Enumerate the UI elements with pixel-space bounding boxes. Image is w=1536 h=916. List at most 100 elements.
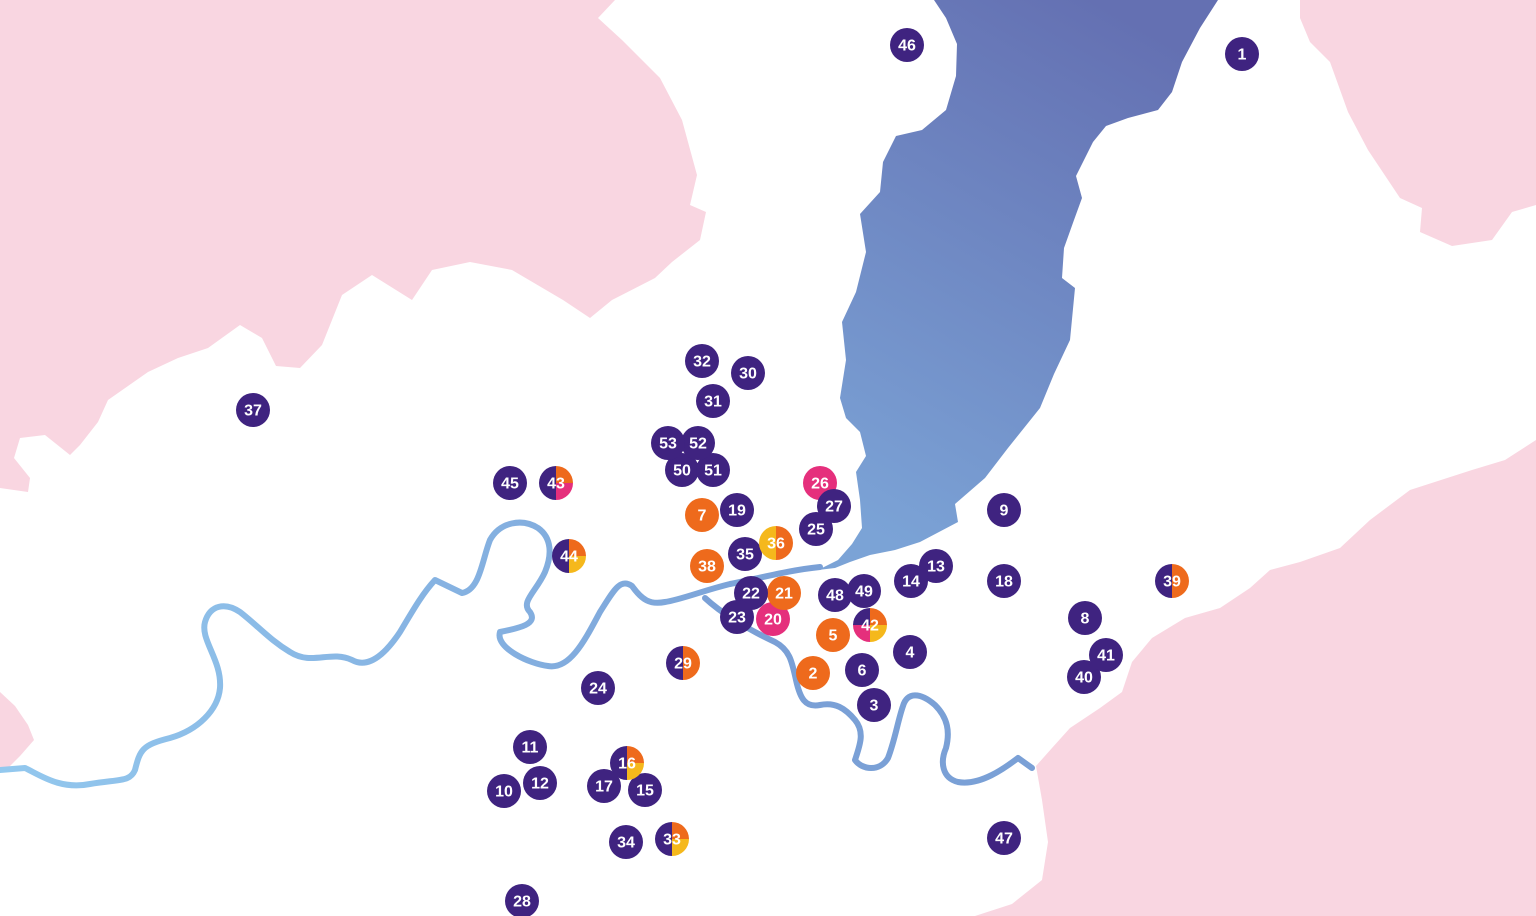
map-marker-14[interactable]: 14: [894, 564, 928, 598]
map-marker-28[interactable]: 28: [505, 884, 539, 916]
map-marker-50[interactable]: 50: [665, 453, 699, 487]
map-marker-34[interactable]: 34: [609, 825, 643, 859]
marker-segment-orange: [870, 608, 887, 625]
map-marker-8[interactable]: 8: [1068, 601, 1102, 635]
map-marker-45[interactable]: 45: [493, 466, 527, 500]
map-marker-15[interactable]: 15: [628, 773, 662, 807]
map-marker-33[interactable]: 33: [655, 822, 689, 856]
marker-label: 21: [775, 586, 793, 603]
marker-label: 47: [995, 831, 1013, 848]
marker-disc: [493, 466, 527, 500]
marker-label: 17: [595, 779, 613, 796]
marker-label: 43: [547, 476, 565, 493]
map-marker-27[interactable]: 27: [817, 489, 851, 523]
marker-disc: [728, 537, 762, 571]
marker-label: 19: [728, 503, 746, 520]
marker-disc: [894, 564, 928, 598]
map-marker-20[interactable]: 20: [756, 602, 790, 636]
map-marker-35[interactable]: 35: [728, 537, 762, 571]
map-marker-4[interactable]: 4: [893, 635, 927, 669]
map-marker-32[interactable]: 32: [685, 344, 719, 378]
lake: [818, 0, 1218, 570]
map-marker-29[interactable]: 29: [666, 646, 700, 680]
map-marker-12[interactable]: 12: [523, 766, 557, 800]
marker-disc: [890, 28, 924, 62]
marker-label: 20: [764, 612, 782, 629]
marker-label: 33: [663, 832, 681, 849]
map-marker-25[interactable]: 25: [799, 512, 833, 546]
map-marker-16[interactable]: 16: [610, 746, 644, 780]
map-marker-53[interactable]: 53: [651, 426, 685, 460]
marker-disc: [893, 635, 927, 669]
marker-label: 52: [689, 436, 707, 453]
map-marker-9[interactable]: 9: [987, 493, 1021, 527]
map-marker-46[interactable]: 46: [890, 28, 924, 62]
marker-disc: [818, 578, 852, 612]
marker-segment-yellow: [870, 625, 887, 642]
marker-disc: [581, 671, 615, 705]
map-marker-31[interactable]: 31: [696, 384, 730, 418]
marker-label: 35: [736, 547, 754, 564]
marker-disc: [987, 821, 1021, 855]
marker-label: 38: [698, 559, 716, 576]
map-marker-37[interactable]: 37: [236, 393, 270, 427]
marker-disc: [690, 549, 724, 583]
marker-disc: [665, 453, 699, 487]
map-marker-1[interactable]: 1: [1225, 37, 1259, 71]
marker-disc: [720, 493, 754, 527]
map-marker-21[interactable]: 21: [767, 576, 801, 610]
map-marker-10[interactable]: 10: [487, 774, 521, 808]
map-marker-19[interactable]: 19: [720, 493, 754, 527]
marker-disc: [767, 576, 801, 610]
map-marker-44[interactable]: 44: [552, 539, 586, 573]
marker-label: 44: [560, 549, 578, 566]
map-marker-7[interactable]: 7: [685, 498, 719, 532]
map-marker-43[interactable]: 43: [539, 466, 573, 500]
marker-label: 3: [870, 698, 879, 715]
marker-label: 10: [495, 784, 513, 801]
map-marker-30[interactable]: 30: [731, 356, 765, 390]
map-marker-39[interactable]: 39: [1155, 564, 1189, 598]
marker-segment-pink: [556, 483, 573, 500]
map-marker-5[interactable]: 5: [816, 618, 850, 652]
map-marker-23[interactable]: 23: [720, 600, 754, 634]
marker-label: 31: [704, 394, 722, 411]
map-marker-2[interactable]: 2: [796, 656, 830, 690]
map-marker-52[interactable]: 52: [681, 426, 715, 460]
map-marker-36[interactable]: 36: [759, 526, 793, 560]
map-marker-38[interactable]: 38: [690, 549, 724, 583]
marker-label: 29: [674, 656, 692, 673]
map-marker-11[interactable]: 11: [513, 730, 547, 764]
marker-label: 30: [739, 366, 757, 383]
map-marker-13[interactable]: 13: [919, 549, 953, 583]
map-marker-41[interactable]: 41: [1089, 638, 1123, 672]
marker-label: 23: [728, 610, 746, 627]
map-marker-3[interactable]: 3: [857, 688, 891, 722]
marker-segment-orange: [569, 539, 586, 556]
marker-disc: [609, 825, 643, 859]
marker-disc: [487, 774, 521, 808]
marker-label: 4: [906, 645, 915, 662]
marker-label: 27: [825, 499, 843, 516]
marker-label: 39: [1163, 574, 1181, 591]
map-marker-49[interactable]: 49: [847, 574, 881, 608]
map-marker-42[interactable]: 42: [853, 608, 887, 642]
marker-label: 1: [1238, 47, 1247, 64]
map-marker-51[interactable]: 51: [696, 453, 730, 487]
marker-disc: [587, 769, 621, 803]
map-marker-18[interactable]: 18: [987, 564, 1021, 598]
marker-label: 11: [522, 740, 539, 757]
map-marker-6[interactable]: 6: [845, 653, 879, 687]
marker-disc: [987, 564, 1021, 598]
map-marker-47[interactable]: 47: [987, 821, 1021, 855]
river-branch: [702, 595, 1035, 786]
map-marker-48[interactable]: 48: [818, 578, 852, 612]
map-marker-24[interactable]: 24: [581, 671, 615, 705]
marker-label: 42: [861, 618, 879, 635]
marker-disc: [651, 426, 685, 460]
map-marker-17[interactable]: 17: [587, 769, 621, 803]
marker-label: 2: [809, 666, 818, 683]
marker-label: 13: [927, 559, 945, 576]
marker-disc: [1225, 37, 1259, 71]
map-marker-40[interactable]: 40: [1067, 660, 1101, 694]
